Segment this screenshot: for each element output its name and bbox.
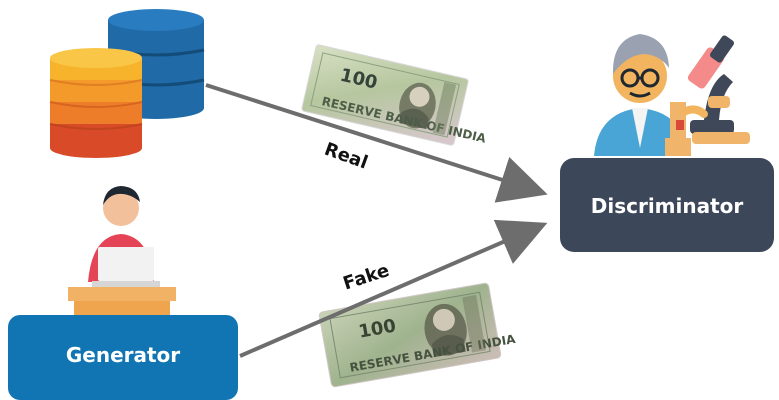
discriminator-box xyxy=(560,158,774,252)
real-banknote-icon: 100 RESERVE BANK OF INDIA xyxy=(301,44,488,146)
generator-box xyxy=(8,315,238,400)
fake-arrow xyxy=(239,219,548,358)
scientist-microscope-icon xyxy=(594,34,750,156)
fake-banknote-icon: 100 RESERVE BANK OF INDIA xyxy=(318,282,517,388)
person-laptop-icon xyxy=(68,186,176,315)
discriminator-label: Discriminator xyxy=(590,194,744,218)
generator-label: Generator xyxy=(65,343,181,367)
real-arrow xyxy=(205,83,548,203)
database-stack-icon xyxy=(49,9,205,158)
